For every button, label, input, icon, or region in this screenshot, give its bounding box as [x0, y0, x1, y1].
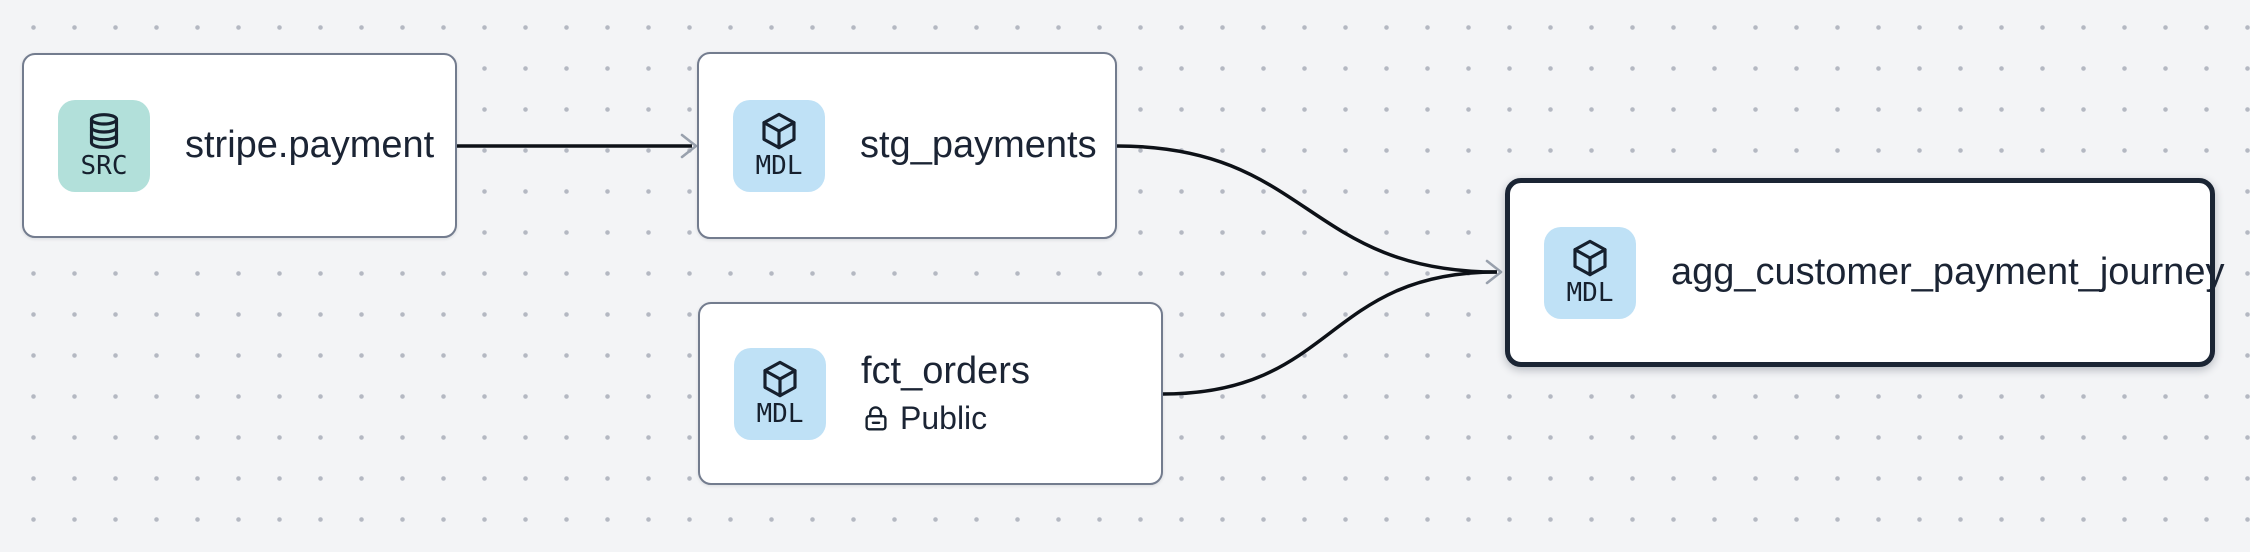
node-fct-orders[interactable]: MDL fct_orders Public [698, 302, 1163, 485]
cube-icon [762, 112, 796, 149]
node-title: fct_orders [861, 350, 1030, 393]
model-badge: MDL [734, 347, 826, 440]
badge-label: MDL [756, 398, 804, 429]
access-label: Public [900, 399, 988, 436]
edge-fct-orders-to-agg-customer-payment-journey [1162, 270, 1498, 396]
node-stg-payments[interactable]: MDL stg_payments [697, 52, 1117, 239]
model-badge: MDL [1544, 226, 1636, 319]
access-level: Public [861, 400, 1030, 437]
node-title: agg_customer_payment_journey [1671, 250, 2225, 293]
node-title: stg_payments [860, 123, 1097, 166]
badge-label: SRC [80, 150, 128, 181]
source-badge: SRC [58, 99, 150, 192]
arrowhead-icon [680, 133, 698, 159]
cube-icon [1573, 239, 1607, 276]
badge-label: MDL [755, 150, 803, 181]
badge-label: MDL [1566, 277, 1614, 308]
model-badge: MDL [733, 99, 825, 192]
arrowhead-icon [1485, 259, 1503, 285]
node-title: stripe.payment [185, 123, 435, 166]
node-agg-customer-payment-journey[interactable]: MDL agg_customer_payment_journey [1505, 178, 2225, 367]
database-icon [89, 112, 119, 149]
lock-open-icon [865, 406, 887, 431]
cube-icon [763, 360, 797, 397]
node-stripe-payment[interactable]: SRC stripe.payment [22, 53, 457, 238]
edge-stg-payments-to-agg-customer-payment-journey [1116, 144, 1498, 274]
